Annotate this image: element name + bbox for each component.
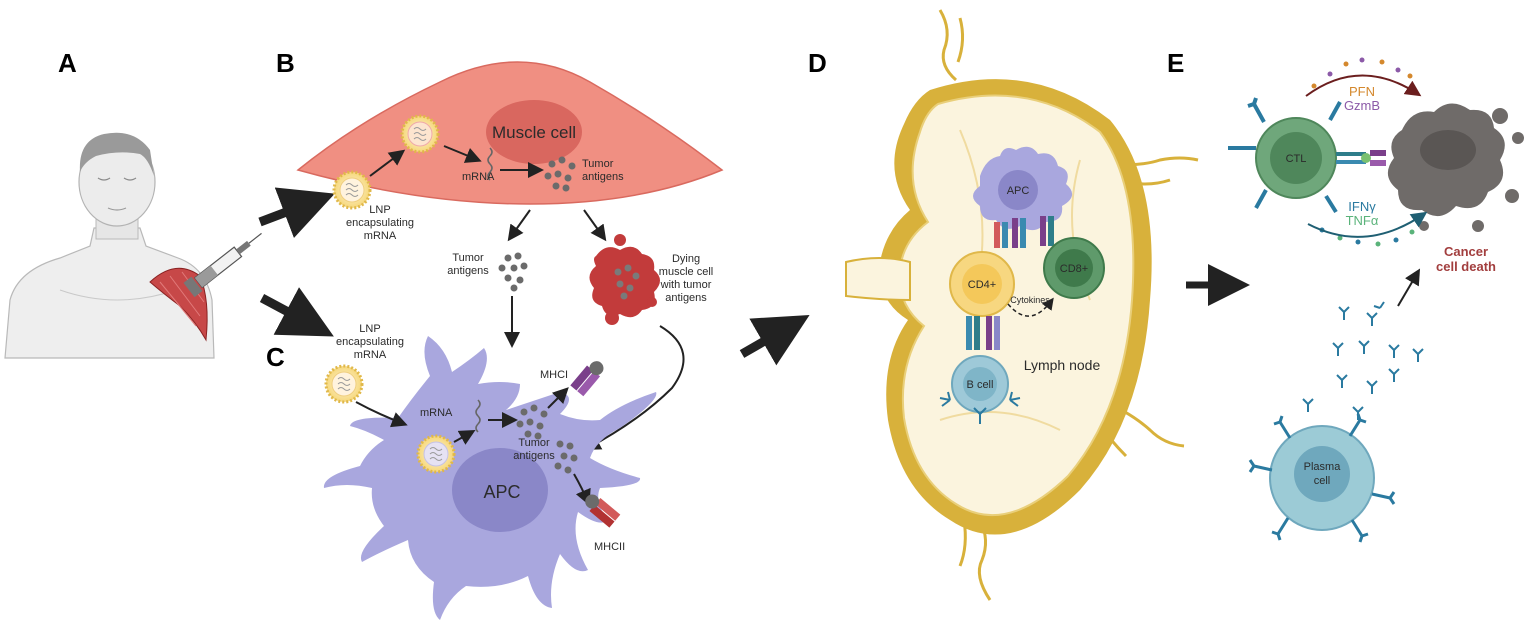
lnp-particle-c-outer bbox=[324, 364, 364, 404]
plasma-label-2: cell bbox=[1314, 475, 1331, 487]
lnp-particle-b-outer bbox=[332, 170, 372, 210]
mrna-b-label: mRNA bbox=[462, 171, 495, 183]
apc-c-label: APC bbox=[483, 482, 520, 502]
lnp-c-label-1: LNP bbox=[359, 323, 380, 335]
dying-cell-label-1: Dying bbox=[672, 253, 700, 265]
tnfa-label: TNFα bbox=[1346, 213, 1379, 228]
apc-nucleus-c bbox=[452, 448, 548, 532]
lnp-b-label-3: mRNA bbox=[364, 230, 397, 242]
free-antibodies bbox=[1302, 301, 1424, 420]
mhcii-label: MHCII bbox=[594, 541, 625, 553]
b-cell-label: B cell bbox=[967, 379, 994, 391]
arrow-c-to-d bbox=[739, 315, 810, 366]
tumor-antigens-in-apc bbox=[516, 404, 578, 474]
tumor-antigens-c-label-2: antigens bbox=[513, 450, 555, 462]
lnp-b-label-2: encapsulating bbox=[346, 217, 414, 229]
antibody-to-cancer-arrow bbox=[1397, 268, 1421, 307]
arrow-lnp-to-mrna bbox=[443, 145, 482, 163]
tumor-antigens-c-label-1: Tumor bbox=[518, 437, 550, 449]
plasma-cell bbox=[1269, 425, 1375, 531]
cancer-death-label-2: cell death bbox=[1436, 259, 1496, 274]
tumor-antigens-b-label-2: antigens bbox=[582, 171, 624, 183]
panel-letter-e: E bbox=[1167, 48, 1184, 78]
cd4-bcell-complexes bbox=[966, 316, 1000, 350]
pfn-gzmb-arrow bbox=[1305, 74, 1422, 97]
mhci-molecule bbox=[570, 361, 604, 397]
ifng-tnfa-arrow bbox=[1307, 211, 1428, 238]
ctl-cell bbox=[1255, 117, 1337, 199]
muscle-cell-label: Muscle cell bbox=[492, 123, 576, 142]
cd8-cell bbox=[1043, 237, 1105, 299]
cd8-label: CD8+ bbox=[1060, 263, 1088, 275]
arrow-a-to-b bbox=[258, 187, 335, 239]
lnp-c-label-3: mRNA bbox=[354, 349, 387, 361]
arrow-lnp-into-muscle bbox=[369, 149, 406, 177]
syringe-icon bbox=[183, 232, 262, 298]
cytokines-label: Cytokines bbox=[1010, 295, 1050, 305]
arrow-to-dying-cell bbox=[583, 209, 607, 242]
muscle-cell bbox=[296, 61, 724, 205]
cancer-death-label-1: Cancer bbox=[1444, 244, 1488, 259]
cancer-cell bbox=[1387, 103, 1524, 232]
lnp-particle-c-inner bbox=[416, 434, 456, 474]
ctl-cancer-synapse bbox=[1336, 150, 1386, 166]
dying-muscle-cell bbox=[589, 234, 660, 325]
person-illustration bbox=[4, 132, 215, 359]
mrna-c-label: mRNA bbox=[420, 407, 453, 419]
arrow-dying-to-apc bbox=[584, 325, 685, 450]
apc-cell-d bbox=[973, 146, 1073, 231]
arrow-lnp-into-apc bbox=[355, 401, 408, 428]
arrow-a-to-c bbox=[259, 287, 334, 337]
panel-letter-d: D bbox=[808, 48, 827, 78]
muscle-nucleus bbox=[486, 100, 582, 164]
ctl-receptors bbox=[1228, 97, 1342, 214]
tumor-antigens-b-label-1: Tumor bbox=[582, 158, 614, 170]
released-antigens bbox=[498, 252, 528, 292]
b-cell-receptors bbox=[939, 391, 1021, 424]
panel-letter-a: A bbox=[58, 48, 77, 78]
lnp-b-label-1: LNP bbox=[369, 204, 390, 216]
dying-cell-label-4: antigens bbox=[665, 292, 707, 304]
gzmb-label: GzmB bbox=[1344, 98, 1380, 113]
ifng-label: IFNγ bbox=[1348, 199, 1376, 214]
lymph-node bbox=[845, 79, 1152, 535]
cd4-label: CD4+ bbox=[968, 279, 996, 291]
mhci-label: MHCI bbox=[540, 369, 568, 381]
lymph-node-label: Lymph node bbox=[1024, 357, 1101, 373]
pfn-label: PFN bbox=[1349, 84, 1375, 99]
cd4-cell bbox=[949, 251, 1015, 317]
released-antigens-label-2: antigens bbox=[447, 265, 489, 277]
arrow-to-released-antigens bbox=[507, 209, 531, 242]
released-antigens-label-1: Tumor bbox=[452, 252, 484, 264]
mrna-strand-b bbox=[487, 147, 493, 181]
tcr-mhc-complexes-d bbox=[994, 216, 1054, 248]
arrow-lnp-to-mrna-c bbox=[453, 430, 476, 445]
dying-cell-label-2: muscle cell bbox=[659, 266, 713, 278]
tumor-antigens-in-muscle bbox=[544, 156, 576, 192]
mrna-strand-c bbox=[475, 399, 481, 433]
ctl-label: CTL bbox=[1286, 153, 1307, 165]
panel-letter-c: C bbox=[266, 342, 285, 372]
plasma-antibodies bbox=[1248, 413, 1396, 543]
lnp-c-label-2: encapsulating bbox=[336, 336, 404, 348]
apc-d-label: APC bbox=[1007, 185, 1030, 197]
plasma-label-1: Plasma bbox=[1304, 461, 1342, 473]
b-cell bbox=[951, 355, 1009, 413]
mhcii-molecule bbox=[585, 494, 621, 528]
arrow-to-mhci bbox=[547, 387, 569, 409]
panel-letter-b: B bbox=[276, 48, 295, 78]
dying-cell-label-3: with tumor bbox=[660, 279, 712, 291]
lnp-particle-b-inner bbox=[400, 114, 440, 154]
apc-cell-c bbox=[323, 336, 657, 620]
